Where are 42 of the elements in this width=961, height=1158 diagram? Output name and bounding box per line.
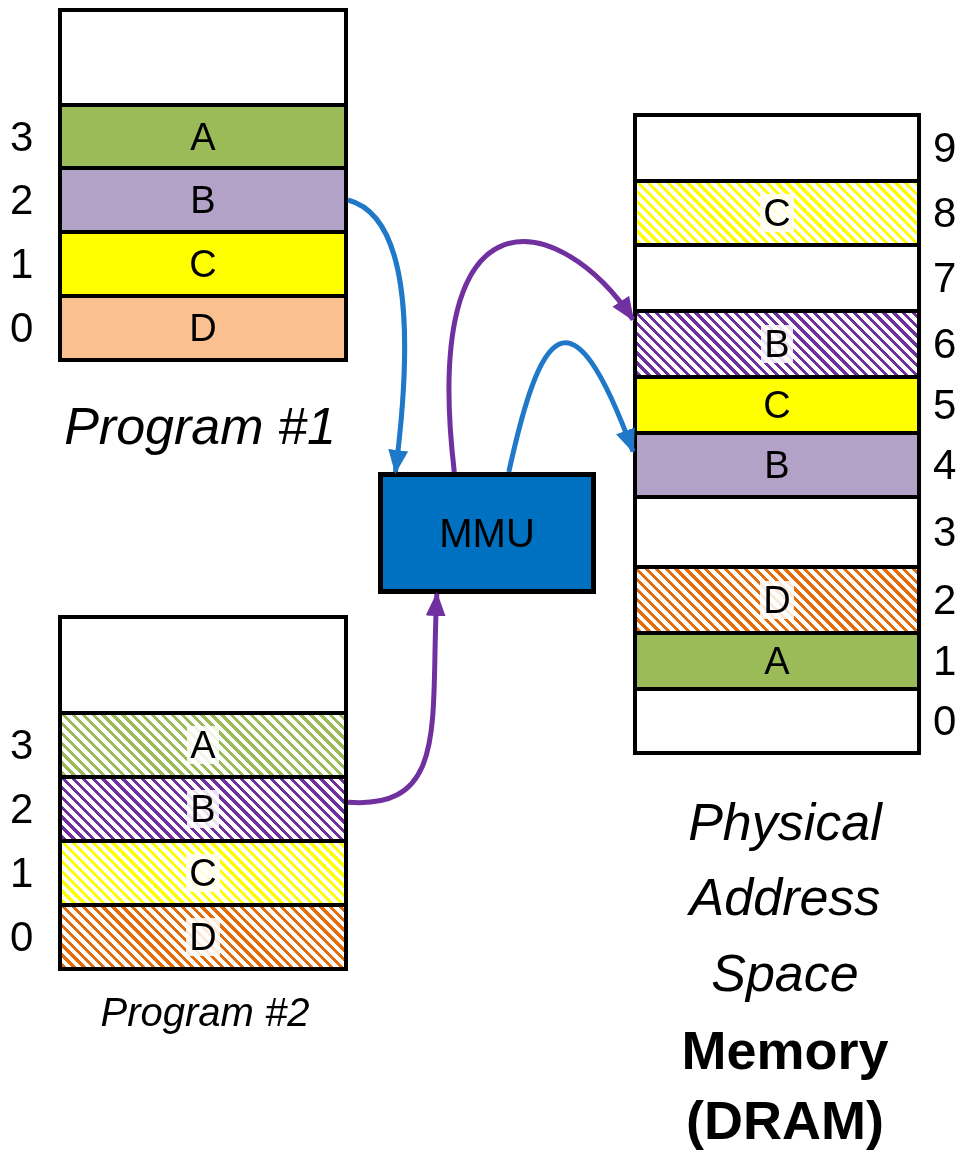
address-number: 4 bbox=[933, 444, 957, 486]
address-number: 2 bbox=[933, 579, 957, 621]
address-number: 0 bbox=[10, 307, 34, 349]
address-number: 7 bbox=[933, 257, 957, 299]
block-letter: D bbox=[186, 918, 220, 956]
caption-text: Memory (DRAM) bbox=[680, 1019, 890, 1153]
block-letter: A bbox=[190, 117, 216, 156]
block-letter: A bbox=[187, 726, 219, 764]
address-number: 3 bbox=[933, 511, 957, 553]
block-letter: A bbox=[764, 642, 790, 680]
block-letter: C bbox=[189, 245, 217, 283]
mmu-label: MMU bbox=[439, 513, 535, 553]
arrow bbox=[446, 239, 635, 473]
arrow bbox=[506, 340, 636, 473]
address-number: 5 bbox=[933, 384, 957, 426]
caption-text: Program #2 bbox=[99, 989, 311, 1036]
address-number: 0 bbox=[933, 700, 957, 742]
address-number: 9 bbox=[933, 127, 957, 169]
block-letter: B bbox=[187, 790, 219, 828]
block-letter: C bbox=[760, 194, 794, 232]
block-letter: C bbox=[186, 854, 220, 892]
address-number: 0 bbox=[10, 916, 34, 958]
block-letter: D bbox=[760, 581, 794, 619]
block-letter: C bbox=[763, 386, 791, 424]
address-number: 3 bbox=[10, 115, 34, 158]
address-number: 8 bbox=[933, 192, 957, 234]
caption-text: Program #1 bbox=[63, 396, 337, 457]
block-letter: D bbox=[189, 309, 217, 347]
address-number: 1 bbox=[10, 852, 34, 894]
address-number: 1 bbox=[933, 640, 957, 682]
mmu-box bbox=[378, 472, 596, 594]
address-number: 3 bbox=[10, 724, 34, 766]
address-number: 1 bbox=[10, 243, 34, 285]
address-number: 2 bbox=[10, 788, 34, 830]
address-number: 2 bbox=[10, 179, 34, 221]
caption-text: Physical Address Space bbox=[686, 792, 884, 1004]
block-letter: B bbox=[764, 446, 790, 484]
arrow bbox=[347, 197, 408, 474]
block-letter: B bbox=[190, 181, 216, 219]
block-letter: B bbox=[761, 325, 793, 363]
address-number: 6 bbox=[933, 323, 957, 365]
arrow bbox=[348, 592, 446, 805]
